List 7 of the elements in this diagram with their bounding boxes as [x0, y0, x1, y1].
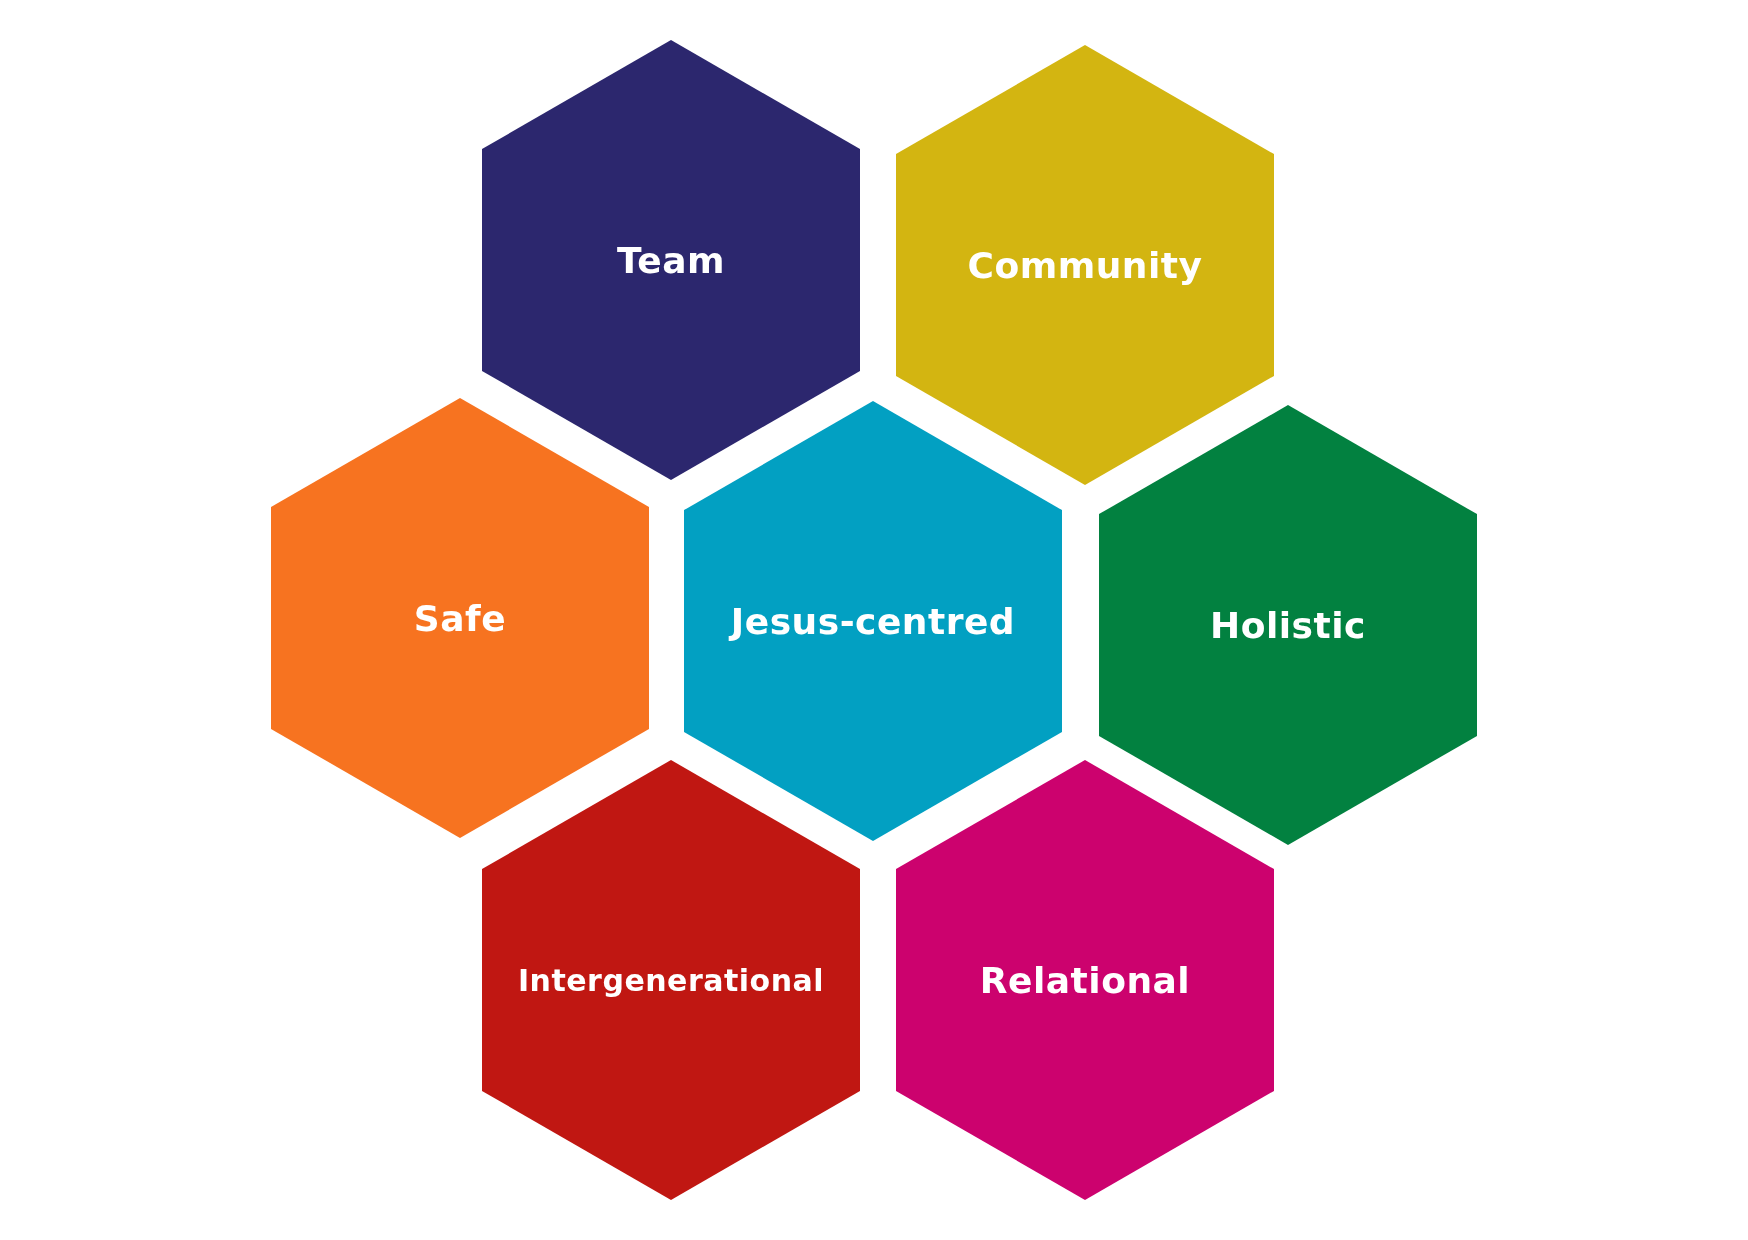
hexagon-label: Jesus-centred: [730, 600, 1016, 642]
hexagon-label: Team: [617, 239, 725, 281]
hexagon-label: Safe: [413, 597, 507, 639]
hexagon-label: Holistic: [1210, 604, 1366, 646]
hexagon-label: Community: [967, 244, 1203, 286]
hexagon-label: Relational: [979, 959, 1191, 1001]
hexagon-label: Intergenerational: [517, 962, 825, 998]
